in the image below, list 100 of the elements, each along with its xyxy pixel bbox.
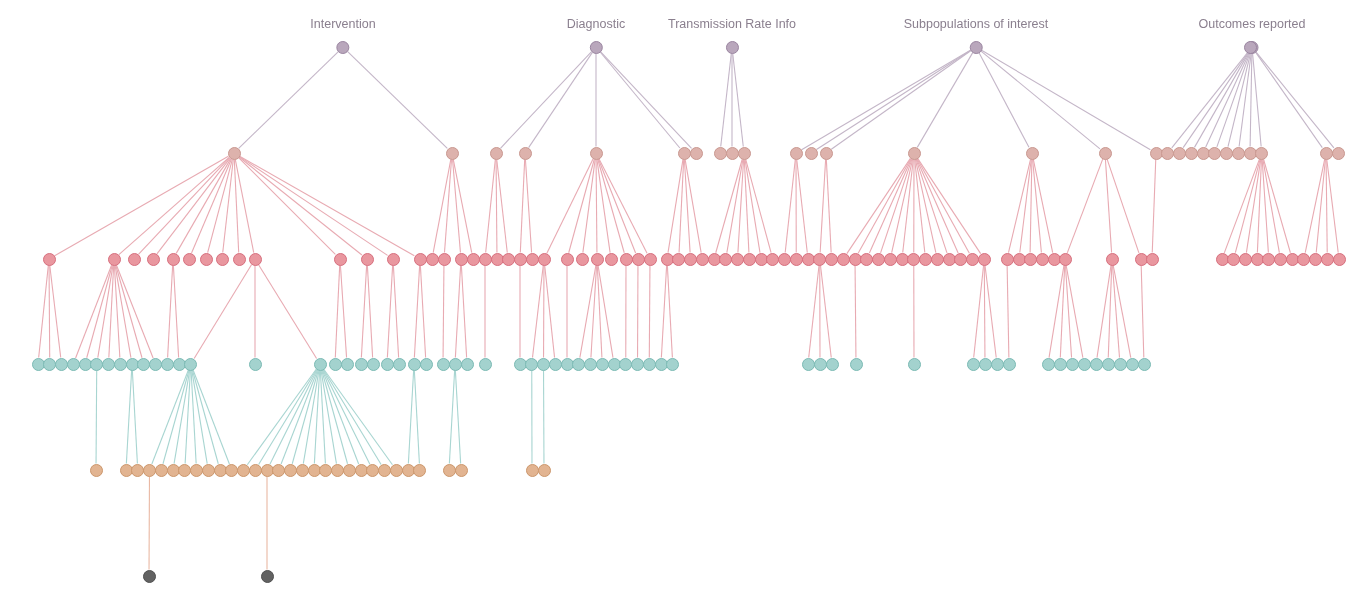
tree-link	[566, 264, 568, 359]
circle-node	[537, 357, 550, 371]
tree-link	[726, 158, 744, 254]
circle-node	[178, 463, 192, 477]
tree-link	[499, 51, 593, 149]
tree-link	[322, 369, 382, 465]
circle-node	[813, 252, 827, 266]
circle-node	[907, 357, 921, 371]
category-label: Outcomes reported	[1198, 16, 1306, 31]
circle-node	[445, 146, 459, 160]
circle-node	[1231, 146, 1245, 160]
circle-node	[872, 252, 885, 266]
circle-node	[190, 463, 203, 477]
circle-node	[272, 463, 286, 477]
tree-link	[38, 264, 49, 359]
circle-node	[386, 252, 400, 266]
circle-node	[1145, 252, 1159, 266]
circle-node	[182, 252, 196, 266]
tree-link	[75, 264, 113, 359]
circle-node	[525, 463, 539, 477]
tree-link	[320, 369, 337, 465]
tree-link	[151, 369, 189, 465]
circle-node	[131, 463, 145, 477]
circle-node	[513, 252, 527, 266]
tree-link	[916, 52, 974, 148]
tree-link	[442, 264, 445, 359]
circle-node	[584, 357, 597, 371]
circle-node	[631, 357, 644, 371]
tree-link	[744, 158, 761, 254]
circle-node	[436, 357, 450, 371]
circle-node	[392, 357, 406, 371]
circle-node	[127, 252, 141, 266]
circle-node	[307, 463, 321, 477]
tree-link	[596, 264, 603, 359]
tree-link	[914, 158, 937, 254]
circle-node	[1105, 252, 1119, 266]
circle-node	[1041, 357, 1055, 371]
tree-link	[678, 158, 685, 254]
tree-link	[795, 158, 797, 254]
tree-link	[731, 52, 733, 148]
tree-link	[291, 369, 319, 465]
tree-link	[125, 369, 133, 465]
tree-link	[598, 158, 648, 254]
circle-node	[575, 252, 589, 266]
tree-link	[531, 369, 533, 465]
circle-node	[737, 146, 751, 160]
circle-node	[143, 463, 156, 477]
tree-link	[443, 158, 453, 254]
tree-link	[1223, 158, 1260, 254]
circle-node	[407, 357, 421, 371]
tree-link	[1104, 158, 1113, 254]
circle-node	[1149, 146, 1163, 160]
tree-link	[543, 369, 545, 465]
circle-node	[201, 463, 215, 477]
tree-link	[913, 158, 915, 254]
tree-link	[743, 158, 750, 254]
tree-link	[386, 264, 394, 359]
circle-node	[248, 463, 262, 477]
circle-node	[1161, 146, 1175, 160]
tree-link	[156, 157, 231, 255]
tree-link	[419, 264, 427, 359]
tree-link	[454, 369, 462, 465]
circle-node	[819, 146, 833, 160]
tree-link	[246, 368, 317, 466]
circle-node	[1297, 252, 1311, 266]
tree-link	[1193, 52, 1250, 148]
tree-link	[1019, 158, 1032, 254]
tree-link	[597, 158, 625, 254]
tree-link	[485, 158, 496, 254]
circle-node	[1196, 146, 1210, 160]
circle-node	[1053, 357, 1067, 371]
tree-link	[667, 158, 684, 254]
tree-link	[366, 264, 374, 359]
tree-link	[715, 158, 743, 254]
circle-node	[1002, 357, 1016, 371]
circle-node	[789, 146, 803, 160]
circle-node	[160, 357, 174, 371]
tree-link	[917, 157, 982, 255]
tree-link	[191, 158, 232, 254]
tree-link	[519, 264, 521, 359]
circle-node	[643, 252, 657, 266]
tree-link	[113, 264, 121, 359]
tree-link	[902, 158, 914, 254]
circle-node	[860, 252, 874, 266]
circle-node	[825, 252, 838, 266]
tree-link	[857, 158, 912, 254]
tree-link	[448, 369, 456, 465]
tree-link	[683, 158, 691, 254]
tree-link	[544, 264, 556, 359]
tree-link	[808, 264, 820, 359]
tree-link	[115, 264, 143, 359]
circle-node	[754, 252, 768, 266]
tree-link	[1112, 264, 1132, 359]
tree-link	[1256, 158, 1262, 254]
tree-link	[1234, 158, 1261, 254]
tree-link	[238, 51, 339, 149]
circle-node	[328, 357, 342, 371]
tree-link	[115, 264, 154, 359]
circle-node	[466, 252, 480, 266]
circle-node	[849, 357, 863, 371]
